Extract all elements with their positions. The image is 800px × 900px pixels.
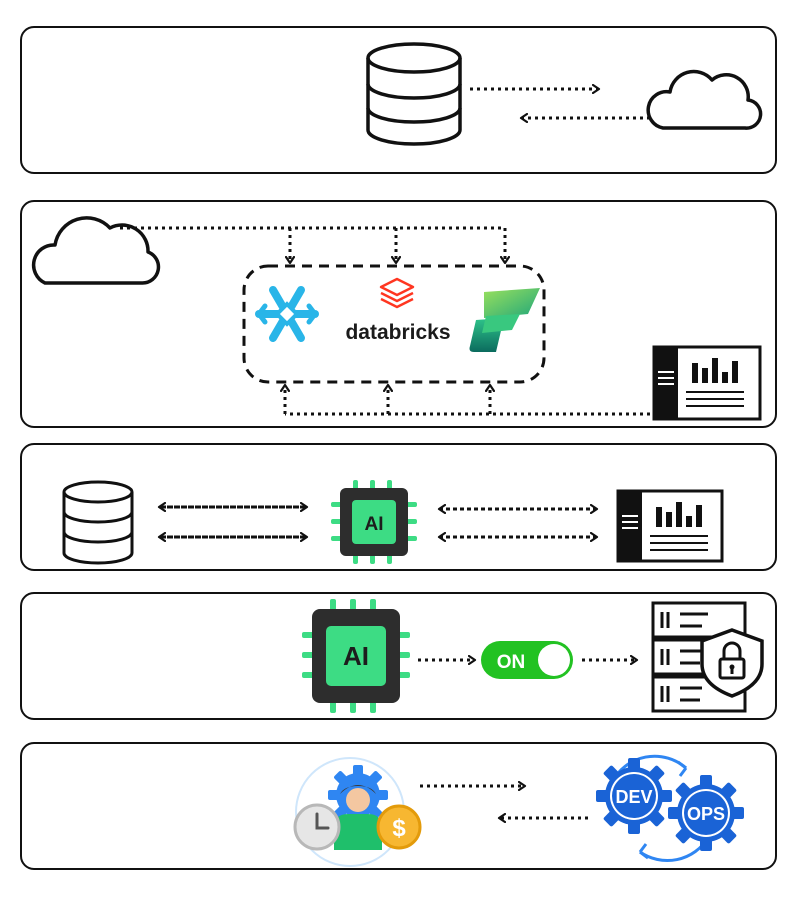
secure-server-icon	[651, 601, 764, 713]
ai-chip-label: AI	[343, 641, 369, 671]
cloud-icon	[646, 69, 763, 130]
report-icon	[652, 345, 762, 421]
snowflake-logo	[255, 286, 319, 342]
bidirectional-arrows-left	[160, 507, 306, 537]
database-icon	[366, 42, 462, 146]
bidirectional-arrows-right	[440, 509, 596, 537]
database-icon	[62, 480, 134, 565]
ai-chip-icon: AI	[302, 599, 410, 713]
devops-gears-icon: DEV OPS	[596, 754, 744, 863]
ops-label: OPS	[687, 804, 725, 824]
on-toggle[interactable]: ON	[481, 641, 573, 679]
toggle-label: ON	[497, 652, 526, 673]
platform-group-box	[242, 264, 546, 384]
distribution-arrows	[120, 226, 505, 262]
cloud-icon	[31, 216, 161, 285]
fabric-logo	[469, 288, 540, 352]
ai-chip-icon: AI	[331, 480, 417, 564]
dev-label: DEV	[615, 787, 652, 807]
databricks-logo: databricks	[345, 277, 451, 344]
report-icon	[616, 489, 724, 563]
svg-text:$: $	[392, 815, 406, 842]
operations-manager-icon: $	[293, 757, 422, 867]
feedback-arrows	[285, 386, 650, 416]
databricks-label: databricks	[345, 321, 450, 344]
ai-chip-label: AI	[365, 514, 384, 535]
